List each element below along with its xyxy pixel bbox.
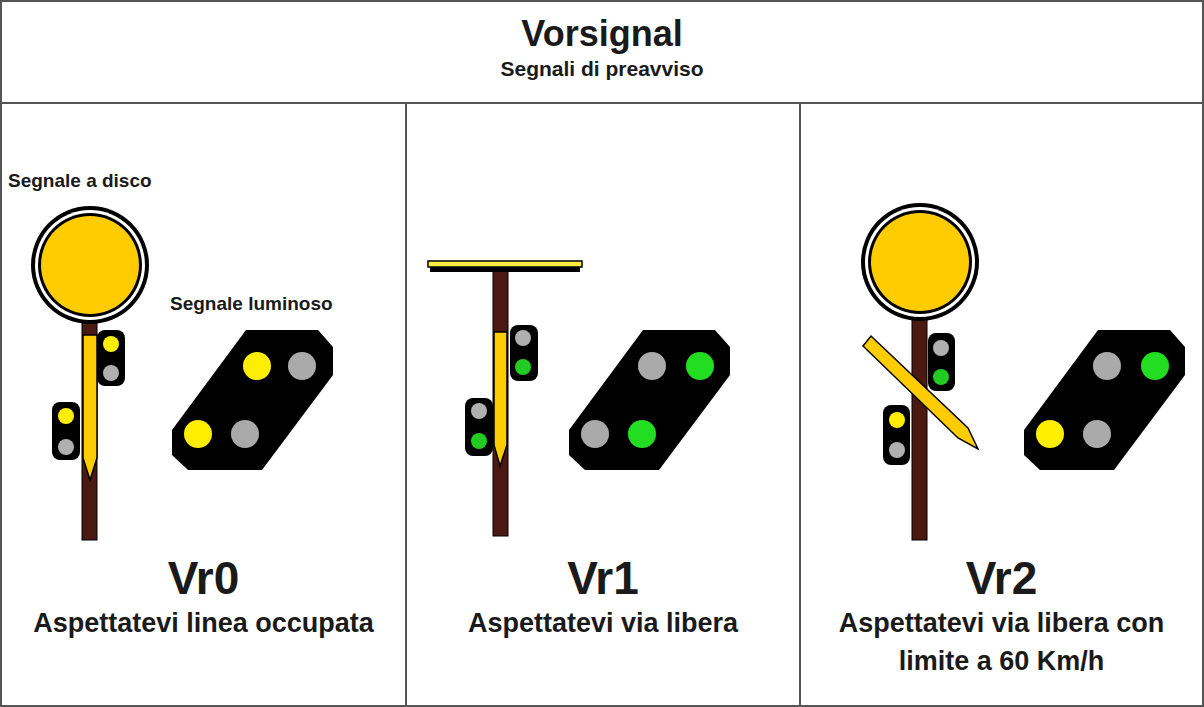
disc-signal-vr0: [31, 206, 149, 540]
header-rule: [0, 102, 1204, 104]
light-signal-vr2: [1024, 330, 1185, 470]
title-band: VorsignalSegnali di preavviso: [2, 2, 1202, 102]
light-signal-vr0: [172, 330, 333, 470]
signal-code: Vr0: [8, 552, 399, 604]
signal-meaning: Aspettatevi via libera: [413, 604, 793, 642]
page-subtitle: Segnali di preavviso: [8, 56, 1196, 82]
page-title: Vorsignal: [8, 14, 1196, 54]
signal-panel: Vr0Aspettatevi linea occupata: [2, 104, 405, 706]
signal-meaning: Aspettatevi via libera con limite a 60 K…: [807, 604, 1196, 680]
disc-signal-vr1: [428, 261, 582, 536]
disc-signal-vr2: [861, 203, 979, 540]
signal-code: Vr2: [807, 552, 1196, 604]
panel-divider: [799, 103, 801, 707]
signal-type-label: Segnale a disco: [8, 170, 152, 192]
light-signal-vr1: [569, 330, 730, 470]
signal-code: Vr1: [413, 552, 793, 604]
signal-panel: Vr2Aspettatevi via libera con limite a 6…: [801, 104, 1202, 706]
panel-divider: [405, 103, 407, 707]
signal-panel: Vr1Aspettatevi via libera: [407, 104, 799, 706]
signal-type-label: Segnale luminoso: [170, 293, 333, 315]
signal-meaning: Aspettatevi linea occupata: [8, 604, 399, 642]
